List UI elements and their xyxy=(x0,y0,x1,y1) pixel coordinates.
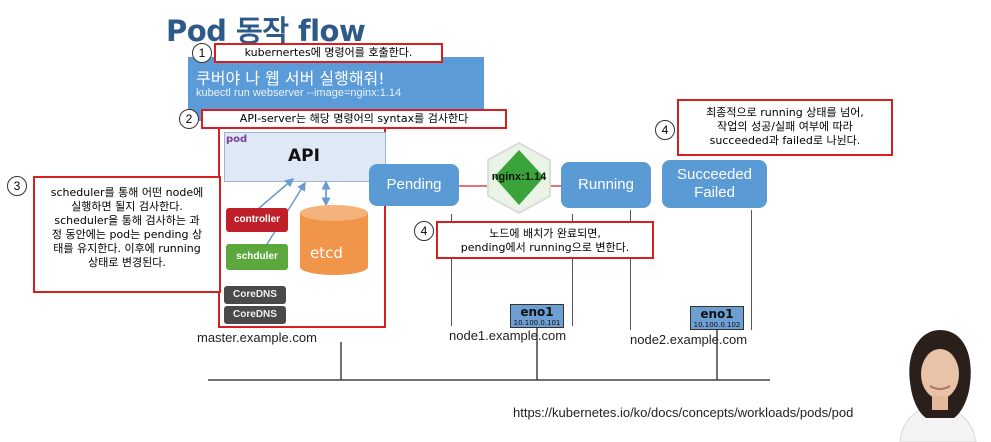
note-3-line: 태를 유지한다. 이후에 running xyxy=(53,242,201,255)
master-arrows xyxy=(257,178,368,275)
api-server-box xyxy=(224,132,386,182)
note-step-3: scheduler를 통해 어떤 node에 실행하면 될지 검사한다. sch… xyxy=(33,176,221,293)
node2-ip: 10.100.0.102 xyxy=(693,321,741,329)
source-url: https://kubernetes.io/ko/docs/concepts/w… xyxy=(513,405,854,420)
api-label: API xyxy=(288,146,320,166)
note-step-4a: 노드에 배치가 완료되면, pending에서 running으로 변한다. xyxy=(436,221,654,259)
state-succeeded: Succeeded xyxy=(676,166,753,183)
note-4b-line: succeeded과 failed로 나뉜다. xyxy=(709,134,861,147)
command-request-text: 쿠버야 나 웹 서버 실행해줘! xyxy=(196,69,385,88)
coredns-component-1: CoreDNS xyxy=(224,286,286,304)
note-3-line: 실행하면 될지 검사한다. xyxy=(71,200,183,213)
kubectl-command-text: kubectl run webserver --image=nginx:1.14 xyxy=(196,87,402,99)
node1-eno-interface: eno1 10.100.0.101 xyxy=(510,304,564,328)
note-3-line: 상태로 변경된다. xyxy=(88,256,166,269)
note-3-line: scheduler을 통해 검사하는 과 xyxy=(54,214,200,227)
note-3-line: scheduler를 통해 어떤 node에 xyxy=(50,186,204,199)
note-4a-line: pending에서 running으로 변한다. xyxy=(460,241,630,254)
node1-hostname: node1.example.com xyxy=(449,328,567,343)
node2-eno-interface: eno1 10.100.0.102 xyxy=(690,306,744,330)
node2-hostname: node2.example.com xyxy=(630,332,748,347)
state-failed: Failed xyxy=(694,184,735,201)
master-hostname: master.example.com xyxy=(197,330,317,345)
node1-box xyxy=(451,214,573,326)
coredns-component-2: CoreDNS xyxy=(224,306,286,324)
state-pending: Pending xyxy=(369,164,459,206)
note-4b-line: 작업의 성공/실패 여부에 따라 xyxy=(717,120,853,133)
page-title: Pod 동작 flow xyxy=(166,14,366,48)
presenter-webcam-image xyxy=(880,322,991,442)
note-4b-line: 최종적으로 running 상태를 넘어, xyxy=(706,106,864,119)
step-number-4a: 4 xyxy=(414,221,434,241)
note-step-1: kubernertes에 명령어를 호출한다. xyxy=(214,43,443,63)
etcd-label: etcd xyxy=(310,244,343,262)
note-step-4b: 최종적으로 running 상태를 넘어, 작업의 성공/실패 여부에 따라 s… xyxy=(677,99,893,156)
node1-eno-name: eno1 xyxy=(520,305,554,319)
state-succeeded-failed: Succeeded Failed xyxy=(662,160,767,208)
step-number-4b: 4 xyxy=(655,120,675,140)
node2-eno-name: eno1 xyxy=(700,307,734,321)
nginx-label: nginx:1.14 xyxy=(491,171,547,183)
note-4a-line: 노드에 배치가 완료되면, xyxy=(489,227,601,240)
controller-component: controller xyxy=(226,208,288,232)
step-number-3: 3 xyxy=(7,176,27,196)
scheduler-component: schduler xyxy=(226,244,288,270)
state-running: Running xyxy=(561,162,651,208)
step-number-2: 2 xyxy=(179,109,199,129)
pod-label: pod xyxy=(226,134,248,145)
note-3-line: 정 동안에는 pod는 pending 상 xyxy=(51,228,203,241)
node1-ip: 10.100.0.101 xyxy=(513,319,561,327)
step-number-1: 1 xyxy=(192,43,212,63)
node2-box xyxy=(630,210,752,330)
